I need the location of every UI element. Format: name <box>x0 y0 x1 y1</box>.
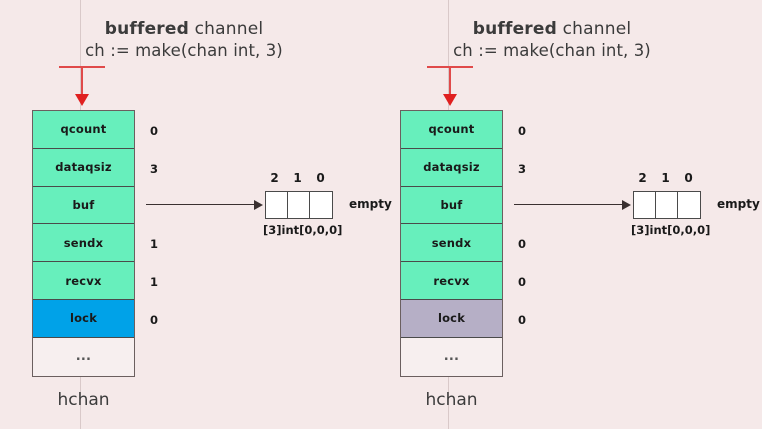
buf-pointer-arrow-right-head <box>622 200 631 210</box>
panel-left-heading-title: buffered channel <box>14 18 354 40</box>
buffer-cells-left <box>265 191 333 219</box>
hchan-value-lock-right: 0 <box>518 312 527 327</box>
hchan-row-sendx-right: sendx <box>401 224 502 263</box>
buf-pointer-arrow-left-head <box>254 200 263 210</box>
hchan-value-dataqsiz-left: 3 <box>150 161 159 176</box>
hchan-row-lock-left: lock <box>33 299 134 338</box>
hchan-values-right: 0 3 0 0 0 <box>518 112 544 339</box>
make-arrow-right-stem <box>449 66 451 96</box>
buf-pointer-arrow-left <box>146 199 263 211</box>
hchan-value-recvx-right: 0 <box>518 275 527 290</box>
panel-right-heading-code: ch := make(chan int, 3) <box>453 41 651 60</box>
buffer-indices-left: 2 1 0 <box>263 171 332 185</box>
buffer-cell-1-left <box>288 192 310 218</box>
hchan-row-recvx-right: recvx <box>401 262 502 300</box>
buffer-index-2-right: 2 <box>638 171 647 185</box>
make-arrow-left-head <box>75 94 89 106</box>
buffer-state-label-left: empty <box>349 197 392 211</box>
hchan-value-sendx-right: 0 <box>518 237 527 252</box>
panel-right-heading: buffered channel ch := make(chan int, 3) <box>382 18 722 62</box>
hchan-row-qcount-right: qcount <box>401 111 502 149</box>
hchan-value-sendx-left: 1 <box>150 237 159 252</box>
buffer-type-label-left: [3]int[0,0,0] <box>263 223 343 237</box>
panel-right: buffered channel ch := make(chan int, 3)… <box>368 0 762 429</box>
hchan-value-qcount-left: 0 <box>150 123 159 138</box>
make-arrow-right-icon <box>427 66 473 108</box>
hchan-row-buf-left: buf <box>33 186 134 225</box>
buf-pointer-arrow-right-shaft <box>514 204 623 206</box>
make-arrow-right-head <box>443 94 457 106</box>
buffer-cells-right <box>633 191 701 219</box>
buffer-index-0-right: 0 <box>684 171 693 185</box>
hchan-row-ellipsis-left: ... <box>33 337 134 376</box>
make-arrow-left-icon <box>59 66 105 108</box>
hchan-caption-right: hchan <box>425 390 478 410</box>
hchan-row-dataqsiz-left: dataqsiz <box>33 148 134 187</box>
buffer-cell-0-right <box>678 192 700 218</box>
buf-pointer-arrow-left-shaft <box>146 204 255 206</box>
hchan-row-buf-right: buf <box>401 186 502 225</box>
hchan-row-lock-right: lock <box>401 299 502 338</box>
hchan-caption-left: hchan <box>57 390 110 410</box>
panel-left: buffered channel ch := make(chan int, 3)… <box>14 18 392 410</box>
hchan-value-dataqsiz-right: 3 <box>518 161 527 176</box>
hchan-row-recvx-left: recvx <box>33 262 134 300</box>
panel-right-heading-emphasis: buffered <box>472 19 557 39</box>
hchan-struct-right: qcount dataqsiz buf sendx recvx lock ... <box>400 110 503 377</box>
hchan-row-ellipsis-right: ... <box>401 337 502 376</box>
panel-right-heading-rest: channel <box>557 19 632 39</box>
hchan-row-dataqsiz-right: dataqsiz <box>401 148 502 187</box>
buffer-index-0-left: 0 <box>316 171 325 185</box>
buffer-cell-1-right <box>656 192 678 218</box>
hchan-row-qcount-left: qcount <box>33 111 134 149</box>
panel-left-heading-rest: channel <box>189 19 264 39</box>
hchan-struct-left: qcount dataqsiz buf sendx recvx lock ... <box>32 110 135 377</box>
panel-right-heading-title: buffered channel <box>382 18 722 40</box>
hchan-values-left: 0 3 1 1 0 <box>150 112 176 339</box>
buffer-indices-right: 2 1 0 <box>631 171 700 185</box>
buffer-type-label-right: [3]int[0,0,0] <box>631 223 711 237</box>
buffer-cell-0-left <box>310 192 332 218</box>
buffer-index-2-left: 2 <box>270 171 279 185</box>
buffer-index-1-left: 1 <box>293 171 302 185</box>
buffer-cell-2-right <box>634 192 656 218</box>
panel-left-heading-code: ch := make(chan int, 3) <box>85 41 283 60</box>
hchan-value-lock-left: 0 <box>150 312 159 327</box>
hchan-row-sendx-left: sendx <box>33 224 134 263</box>
panel-left-heading-emphasis: buffered <box>104 19 189 39</box>
hchan-value-recvx-left: 1 <box>150 275 159 290</box>
buf-pointer-arrow-right <box>514 199 631 211</box>
buffer-cell-2-left <box>266 192 288 218</box>
buffer-index-1-right: 1 <box>661 171 670 185</box>
buffer-state-label-right: empty <box>717 197 760 211</box>
make-arrow-left-stem <box>81 66 83 96</box>
hchan-value-qcount-right: 0 <box>518 123 527 138</box>
panel-left-heading: buffered channel ch := make(chan int, 3) <box>14 18 354 62</box>
